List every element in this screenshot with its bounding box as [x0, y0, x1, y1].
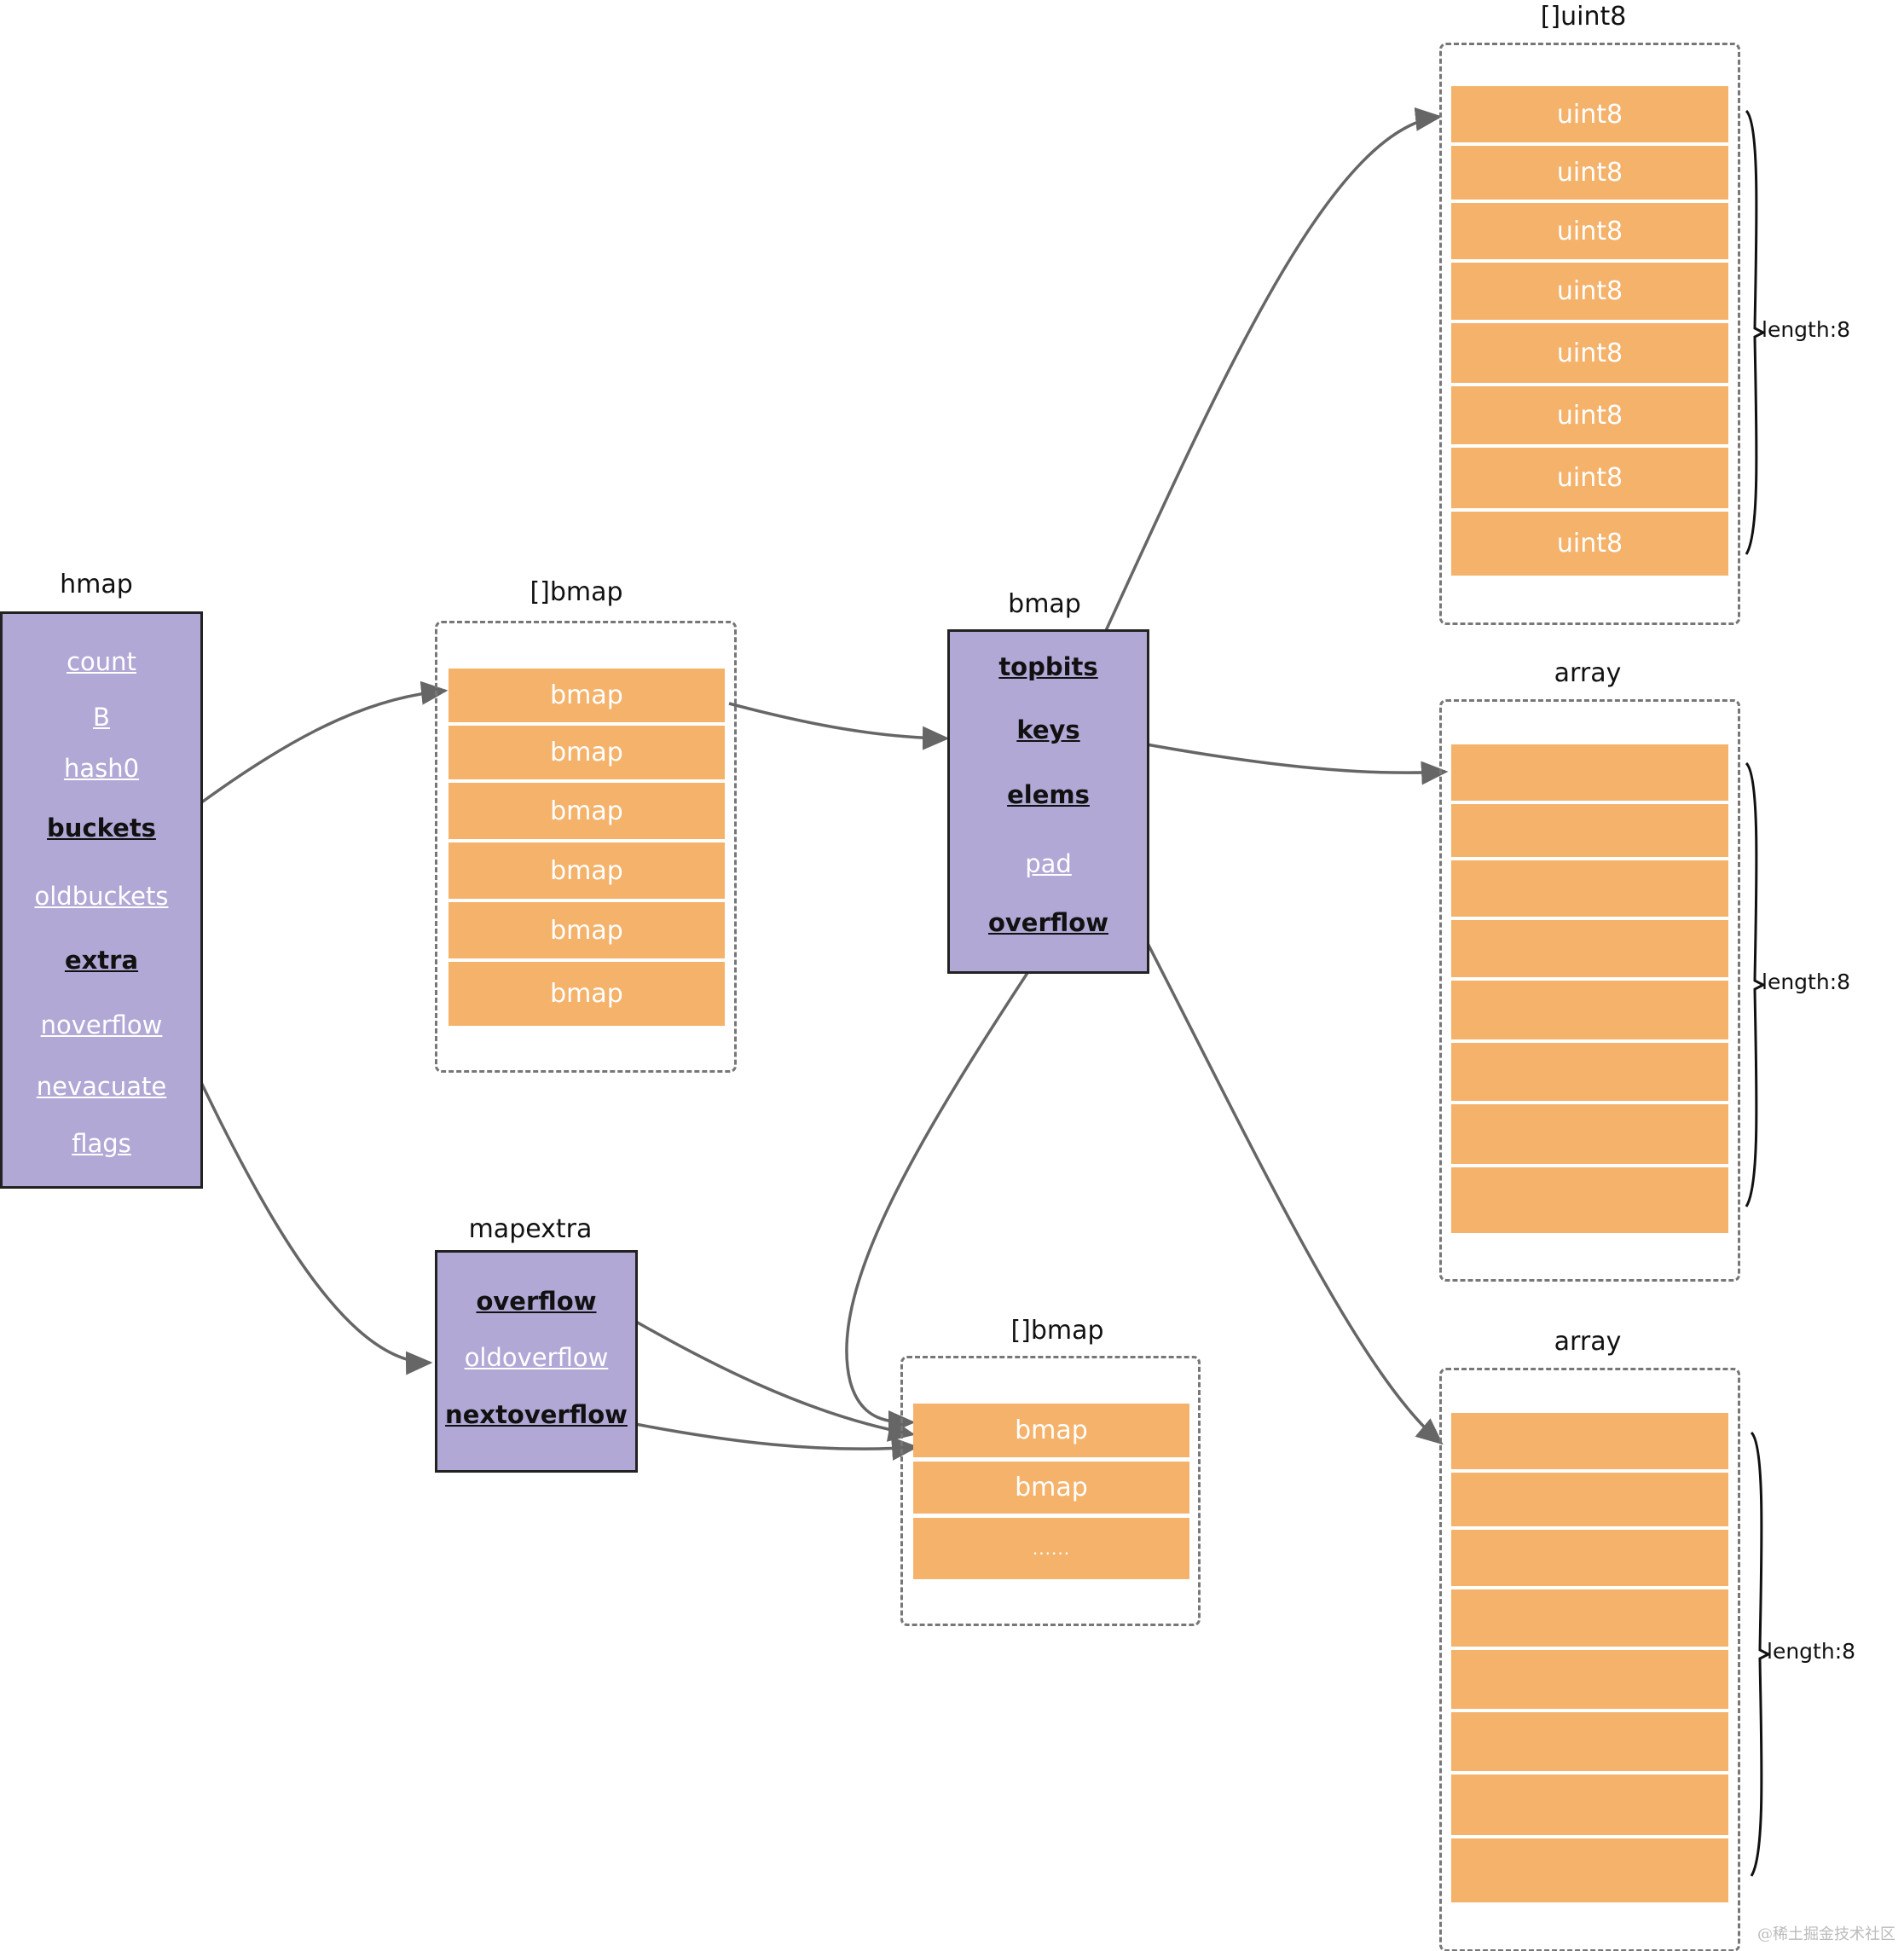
bmap-struct: topbits keys elems pad overflow — [947, 629, 1149, 974]
mapextra-title: mapextra — [468, 1214, 593, 1244]
keys-array-cell — [1451, 744, 1728, 801]
arrow-bmap-overflow-to-bmap-array — [845, 942, 1049, 1434]
keys-array-title: array — [1554, 658, 1622, 688]
bmap-array-top-cell: bmap — [449, 842, 725, 899]
bmap-array-top-cell: bmap — [449, 669, 725, 722]
bmap-array-top-title: []bmap — [530, 577, 623, 607]
keys-array-length: length:8 — [1762, 970, 1851, 994]
uint8-array-container — [1439, 43, 1740, 625]
bmap-title: bmap — [1008, 589, 1081, 619]
hmap-struct: count B hash0 buckets oldbuckets extra n… — [0, 611, 203, 1189]
arrow-buckets-to-bmap-array — [166, 680, 449, 829]
hmap-field-buckets: buckets — [47, 813, 156, 842]
hmap-field-count: count — [67, 647, 136, 676]
arrow-keys-to-keys-array — [1086, 732, 1449, 785]
keys-array-cell — [1451, 804, 1728, 857]
elems-array-container — [1439, 1368, 1740, 1951]
elems-array-cell — [1451, 1413, 1728, 1469]
keys-array-brace — [1745, 761, 1765, 1207]
elems-array-cell — [1451, 1589, 1728, 1647]
keys-array-cell — [1451, 981, 1728, 1039]
elems-array-cell — [1451, 1838, 1728, 1902]
mapextra-field-oldoverflow: oldoverflow — [464, 1343, 609, 1372]
bmap-array-bottom-title: []bmap — [1010, 1316, 1104, 1346]
elems-array-cell — [1451, 1530, 1728, 1586]
bmap-array-top-cell: bmap — [449, 726, 725, 779]
elems-array-title: array — [1554, 1327, 1622, 1357]
uint8-array-title: []uint8 — [1540, 2, 1627, 32]
keys-array-cell — [1451, 920, 1728, 977]
keys-array-cell — [1451, 860, 1728, 917]
bmap-array-top-cell: bmap — [449, 962, 725, 1026]
arrow-topbits-to-uint8-array — [1092, 107, 1443, 657]
uint8-cell: uint8 — [1451, 448, 1728, 508]
hmap-field-noverflow: noverflow — [40, 1010, 163, 1039]
arrow-mapextra-overflow-to-bmap-array — [603, 1301, 916, 1442]
hmap-field-nevacuate: nevacuate — [36, 1072, 167, 1101]
uint8-cell: uint8 — [1451, 263, 1728, 320]
hmap-field-extra: extra — [64, 946, 139, 975]
bmap-array-bottom-cell: bmap — [913, 1404, 1189, 1457]
bmap-field-elems: elems — [1007, 780, 1090, 809]
elems-array-cell — [1451, 1473, 1728, 1526]
hmap-field-oldbuckets: oldbuckets — [34, 882, 169, 911]
uint8-cell: uint8 — [1451, 146, 1728, 200]
bmap-field-topbits: topbits — [998, 652, 1098, 681]
arrow-nextoverflow-to-bmap-array — [634, 1422, 919, 1461]
bmap-array-top-container — [435, 621, 737, 1073]
bmap-array-top-cell: bmap — [449, 902, 725, 958]
mapextra-field-overflow: overflow — [476, 1287, 597, 1316]
keys-array-cell — [1451, 1104, 1728, 1164]
bmap-array-bottom-cell: ...... — [913, 1518, 1189, 1579]
uint8-array-brace — [1745, 109, 1765, 555]
bmap-array-top-cell: bmap — [449, 783, 725, 839]
keys-array-cell — [1451, 1043, 1728, 1101]
uint8-array-length: length:8 — [1762, 317, 1851, 342]
bmap-field-keys: keys — [1016, 715, 1080, 744]
mapextra-field-nextoverflow: nextoverflow — [445, 1400, 628, 1429]
keys-array-container — [1439, 699, 1740, 1282]
hmap-field-hash0: hash0 — [63, 754, 140, 783]
hmap-title: hmap — [60, 570, 133, 599]
elems-array-brace — [1750, 1431, 1770, 1877]
bmap-field-overflow: overflow — [987, 908, 1108, 937]
uint8-cell: uint8 — [1451, 512, 1728, 576]
hmap-field-flags: flags — [72, 1129, 131, 1158]
bmap-array-bottom-container — [900, 1356, 1201, 1626]
hmap-field-b: B — [93, 703, 110, 732]
elems-array-cell — [1451, 1712, 1728, 1771]
bmap-field-pad: pad — [1025, 849, 1072, 878]
uint8-cell: uint8 — [1451, 386, 1728, 444]
mapextra-struct: overflow oldoverflow nextoverflow — [435, 1250, 638, 1473]
arrow-bmap-array-to-bmap — [728, 702, 950, 750]
elems-array-length: length:8 — [1767, 1639, 1856, 1664]
uint8-cell: uint8 — [1451, 203, 1728, 259]
watermark: @稀土掘金技术社区 — [1757, 1925, 1895, 1943]
uint8-cell: uint8 — [1451, 323, 1728, 383]
elems-array-cell — [1451, 1650, 1728, 1709]
elems-array-cell — [1451, 1774, 1728, 1835]
bmap-array-bottom-cell: bmap — [913, 1462, 1189, 1514]
uint8-cell: uint8 — [1451, 86, 1728, 142]
keys-array-cell — [1451, 1167, 1728, 1233]
